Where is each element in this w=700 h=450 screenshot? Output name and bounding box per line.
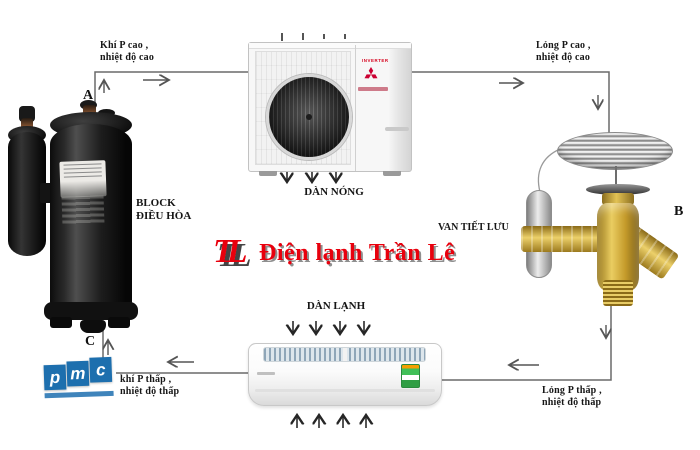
point-a-label: A	[83, 88, 94, 103]
point-c-label: C	[85, 334, 96, 349]
brand-text-bar	[358, 87, 388, 91]
flow-label-line: nhiệt độ cao	[100, 52, 155, 63]
flow-label-line: Lỏng P cao ,	[536, 40, 591, 51]
accumulator-body	[8, 132, 46, 256]
valve-coil	[557, 132, 673, 170]
energy-rating-label	[401, 364, 420, 388]
flow-label-line: nhiệt độ cao	[536, 52, 591, 63]
flow-label-bottom-left: khí P thấp , nhiệt độ thấp	[120, 374, 179, 398]
valve-collar	[602, 193, 634, 205]
compressor-label-line: BLOCK	[136, 197, 176, 209]
compressor-label-line: ĐIỀU HÒA	[136, 210, 192, 222]
outdoor-unit-foot	[383, 171, 401, 176]
outdoor-vent-slot	[385, 127, 409, 131]
outdoor-panel-divider	[355, 45, 356, 171]
pmc-logo: p m c	[41, 354, 120, 401]
pmc-letter: c	[95, 360, 106, 380]
outdoor-unit-foot	[259, 171, 277, 176]
valve-bottom-connector	[603, 280, 633, 306]
flow-label-line: Khí P cao ,	[100, 40, 149, 51]
pmc-square-m: m	[66, 360, 90, 387]
fan-grille	[266, 74, 352, 160]
watermark-brand-text: Điện lạnh Trần Lê	[259, 240, 456, 266]
valve-stem	[615, 166, 617, 188]
flow-arrow-icons	[104, 80, 606, 365]
compressor-sticker-lower	[61, 195, 105, 225]
mitsubishi-logo-icon	[363, 67, 379, 81]
fan-hub	[306, 113, 312, 120]
outdoor-unit: INVERTER	[248, 42, 412, 172]
valve-left-connector	[521, 226, 601, 252]
compressor-label: BLOCK ĐIỀU HÒA	[136, 197, 191, 223]
pmc-tagline-strip	[44, 390, 114, 399]
grille-divider	[342, 348, 347, 361]
condenser-label: DÀN NÓNG	[304, 186, 364, 198]
flow-label-top-left: Khí P cao , nhiệt độ cao	[100, 40, 154, 64]
compressor-body	[50, 124, 132, 318]
evaporator-label: DÀN LẠNH	[306, 300, 366, 312]
pmc-letter: m	[69, 363, 86, 384]
indoor-brand-mark	[257, 372, 275, 375]
indoor-unit-intake-grille	[263, 347, 426, 362]
flow-label-line: nhiệt độ thấp	[120, 386, 180, 397]
flow-label-line: khí P thấp ,	[120, 374, 172, 385]
tl-logo: TL TL	[213, 233, 255, 275]
point-b-label: B	[674, 204, 684, 219]
compressor-foot	[50, 317, 72, 328]
flow-label-top-right: Lỏng P cao , nhiệt độ cao	[536, 40, 591, 64]
pmc-square-p: p	[43, 364, 67, 391]
flow-label-bottom-right: Lỏng P thấp , nhiệt độ thấp	[542, 385, 602, 409]
valve-brass-body	[597, 203, 639, 291]
valve-diaphragm-disc	[586, 184, 650, 195]
compressor-spec-sticker	[59, 160, 107, 198]
tl-logo-front: TL	[213, 233, 247, 270]
indoor-outlet-flap	[255, 389, 435, 392]
flow-label-line: nhiệt độ thấp	[542, 397, 602, 408]
capillary-tube	[537, 148, 561, 193]
indoor-unit	[248, 343, 442, 406]
outdoor-unit-grille-panel	[255, 51, 352, 165]
expansion-valve-label: VAN TIẾT LƯU	[438, 222, 509, 233]
outdoor-unit-top-panel	[249, 43, 411, 49]
pmc-letter: p	[49, 367, 61, 388]
compressor-base	[44, 302, 138, 320]
compressor-foot-center	[80, 320, 106, 333]
inverter-badge: INVERTER	[362, 58, 389, 63]
flow-label-line: Lỏng P thấp ,	[542, 385, 602, 396]
pmc-square-c: c	[89, 356, 113, 383]
compressor-foot	[108, 317, 130, 328]
